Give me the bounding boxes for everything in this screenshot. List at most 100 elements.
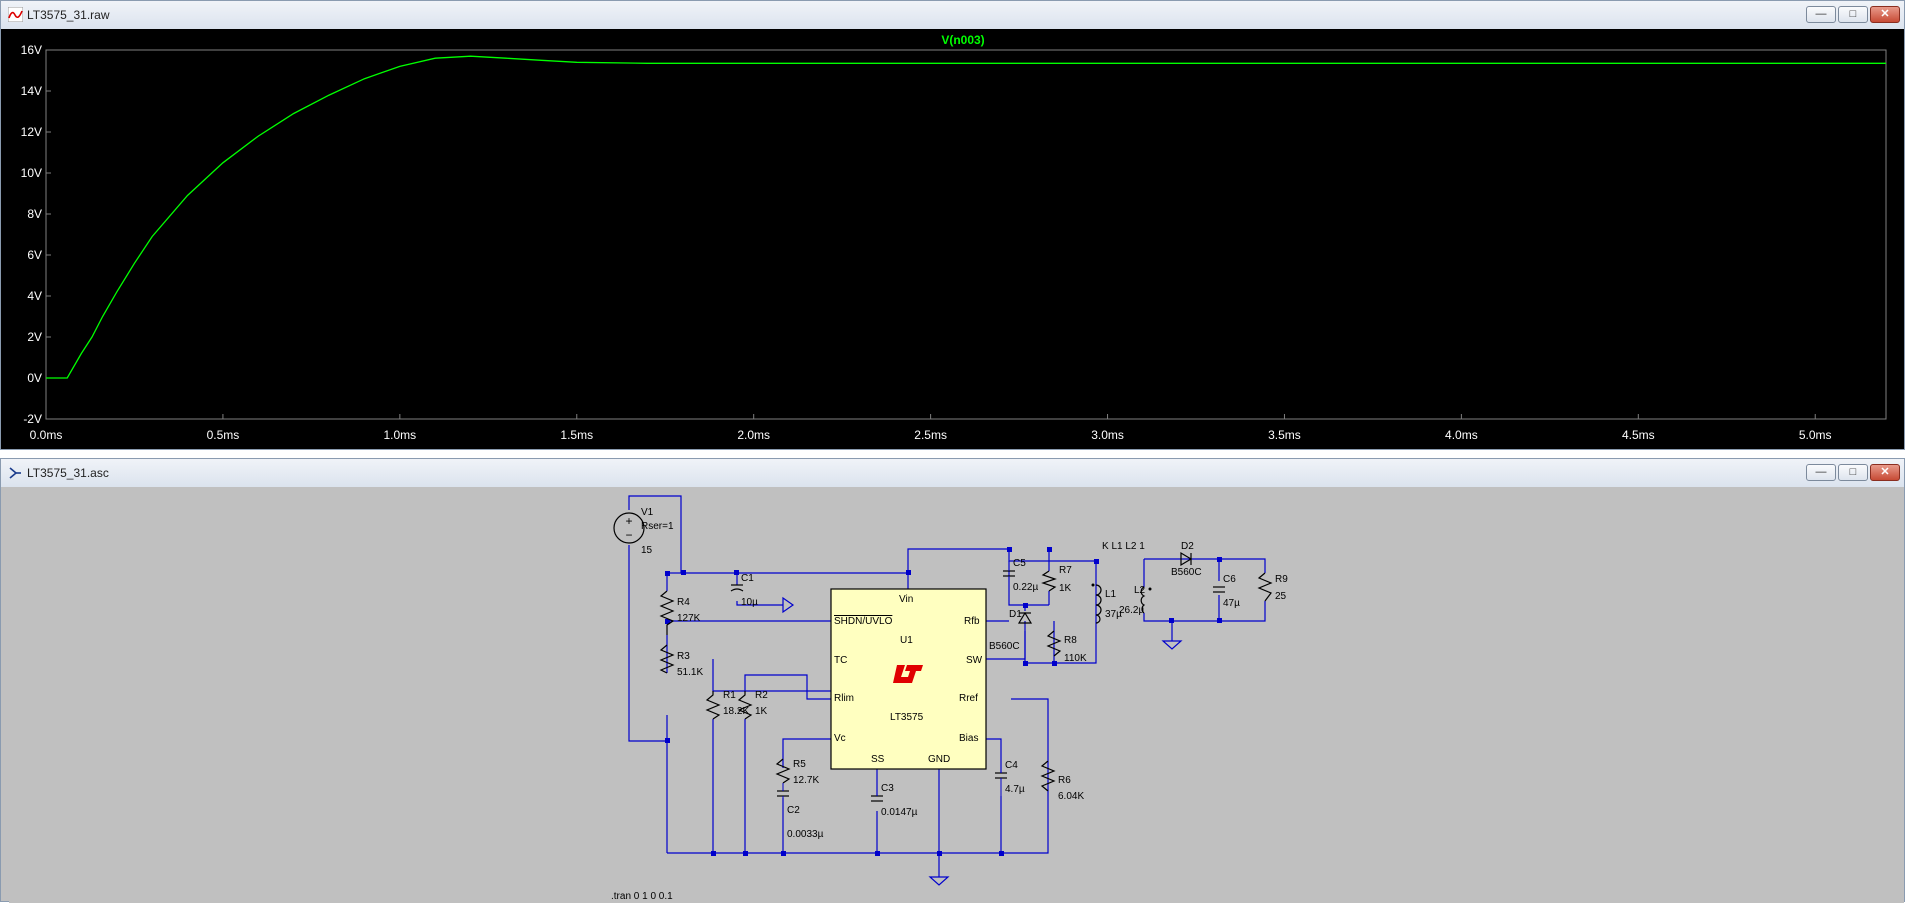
y-tick-label: 10V xyxy=(21,166,42,180)
r4-resistor-icon xyxy=(659,590,675,635)
flag-icon xyxy=(782,596,795,614)
r1-value: 18.2K xyxy=(723,706,749,717)
pin-ss-label: SS xyxy=(871,754,885,765)
close-button[interactable]: ✕ xyxy=(1870,464,1900,481)
pin-bias-label: Bias xyxy=(959,733,978,744)
minimize-icon: — xyxy=(1815,466,1827,478)
x-tick-label: 3.5ms xyxy=(1268,428,1301,442)
schematic-window: LT3575_31.asc — □ ✕ xyxy=(0,458,1905,903)
maximize-button[interactable]: □ xyxy=(1838,464,1868,481)
c2-value: 0.0033µ xyxy=(787,829,824,840)
r7-label: R7 xyxy=(1059,565,1072,576)
resistor-icons[interactable] xyxy=(659,570,1273,792)
r3-value: 51.1K xyxy=(677,667,703,678)
waveform-window-title: LT3575_31.raw xyxy=(27,8,110,22)
minimize-button[interactable]: — xyxy=(1806,464,1836,481)
x-tick-label: 1.5ms xyxy=(560,428,593,442)
c1-capacitor-icon[interactable] xyxy=(730,584,744,592)
c3-label: C3 xyxy=(881,783,894,794)
r5-value: 12.7K xyxy=(793,775,819,786)
minimize-button[interactable]: — xyxy=(1806,6,1836,23)
y-tick-label: -2V xyxy=(23,412,42,426)
minus-icon: − xyxy=(625,528,632,542)
u1-label: U1 xyxy=(900,635,913,646)
v1-value: 15 xyxy=(641,545,653,556)
pin-rref-label: Rref xyxy=(959,693,978,704)
d2-label: D2 xyxy=(1181,541,1194,552)
waveform-app-icon xyxy=(8,7,23,22)
ground-icon xyxy=(928,876,950,886)
x-tick-label: 4.0ms xyxy=(1445,428,1478,442)
trace-v-n003[interactable] xyxy=(46,55,1886,379)
pin-gnd-label: GND xyxy=(928,754,950,765)
l1-label: L1 xyxy=(1105,589,1117,600)
x-tick-label: 0.5ms xyxy=(207,428,240,442)
junction-dots xyxy=(665,547,1222,856)
v1-rser-label: Rser=1 xyxy=(641,521,674,532)
r2-value: 1K xyxy=(755,706,768,717)
close-icon: ✕ xyxy=(1880,466,1890,478)
r3-resistor-icon xyxy=(659,644,675,674)
x-tick-label: 3.0ms xyxy=(1091,428,1124,442)
r6-value: 6.04K xyxy=(1058,791,1084,802)
r8-label: R8 xyxy=(1064,635,1077,646)
ground-icon xyxy=(1161,640,1183,650)
schematic-canvas[interactable]: + − xyxy=(9,489,1904,903)
r7-resistor-icon xyxy=(1041,570,1057,592)
y-tick-label: 8V xyxy=(27,207,42,221)
y-tick-label: 12V xyxy=(21,125,42,139)
trace-label[interactable]: V(n003) xyxy=(941,33,984,47)
d1-diode-icon xyxy=(1017,611,1033,624)
coupling-directive: K L1 L2 1 xyxy=(1102,541,1145,552)
r4-label: R4 xyxy=(677,597,690,608)
minimize-icon: — xyxy=(1815,8,1827,20)
waveform-titlebar[interactable]: LT3575_31.raw — □ ✕ xyxy=(1,1,1904,29)
plus-icon: + xyxy=(625,514,632,528)
maximize-button[interactable]: □ xyxy=(1838,6,1868,23)
r5-resistor-icon xyxy=(775,758,791,784)
d1-label: D1 xyxy=(1009,609,1022,620)
schematic-titlebar[interactable]: LT3575_31.asc — □ ✕ xyxy=(1,459,1904,487)
y-tick-label: 2V xyxy=(27,330,42,344)
c1-value: 10µ xyxy=(741,597,758,608)
l2-inductor-icon xyxy=(1140,586,1146,614)
ground-icons xyxy=(928,640,1183,886)
pin-sw-label: SW xyxy=(966,655,983,666)
l1-value: 37µ xyxy=(1105,609,1122,620)
tran-directive[interactable]: .tran 0 1 0 0.1 xyxy=(611,891,673,902)
d1-value: B560C xyxy=(989,641,1020,652)
schematic-window-title: LT3575_31.asc xyxy=(27,466,109,480)
diode-icons[interactable] xyxy=(1017,551,1193,624)
c3-value: 0.0147µ xyxy=(881,807,918,818)
r8-resistor-icon xyxy=(1046,630,1062,657)
r9-resistor-icon xyxy=(1257,572,1273,602)
y-tick-label: 14V xyxy=(21,84,42,98)
x-tick-label: 5.0ms xyxy=(1799,428,1832,442)
c4-label: C4 xyxy=(1005,760,1018,771)
maximize-icon: □ xyxy=(1849,8,1857,20)
c1-label: C1 xyxy=(741,573,754,584)
x-tick-label: 2.0ms xyxy=(737,428,770,442)
pin-vc-label: Vc xyxy=(834,733,846,744)
inductor-icons[interactable] xyxy=(1095,584,1146,624)
r4-value: 127K xyxy=(677,613,701,624)
lt-logo-icon xyxy=(893,665,923,683)
pin-rfb-label: Rfb xyxy=(964,616,980,627)
schematic-app-icon xyxy=(9,467,21,479)
ic-part-label: LT3575 xyxy=(890,712,924,723)
close-icon: ✕ xyxy=(1880,8,1890,20)
x-tick-label: 2.5ms xyxy=(914,428,947,442)
plot-frame xyxy=(45,49,1887,420)
d2-diode-icon xyxy=(1180,551,1193,567)
v1-source-icon[interactable] xyxy=(613,512,645,544)
l2-value: 26.2µ xyxy=(1119,605,1144,616)
y-tick-label: 6V xyxy=(27,248,42,262)
c5-label: C5 xyxy=(1013,558,1026,569)
r5-label: R5 xyxy=(793,759,806,770)
close-button[interactable]: ✕ xyxy=(1870,6,1900,23)
schematic-drawing[interactable]: + − xyxy=(9,489,1904,903)
c5-value: 0.22µ xyxy=(1013,582,1038,593)
